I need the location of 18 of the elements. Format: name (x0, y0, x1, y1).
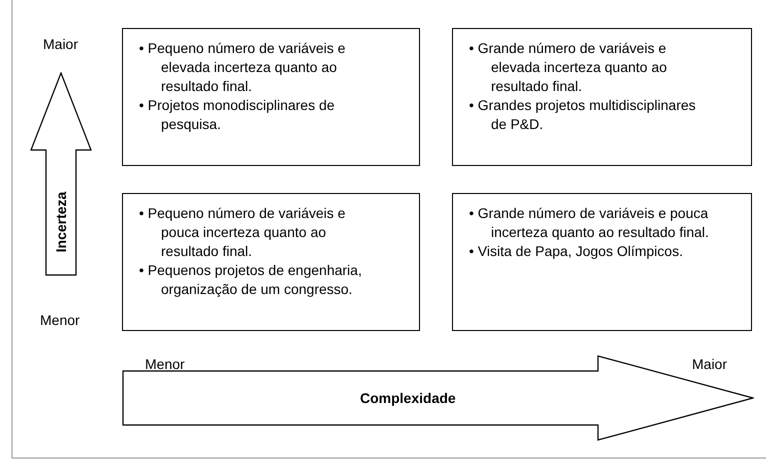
bullet-text: • Visita de Papa, Jogos Olímpicos. (469, 242, 684, 261)
axis-end-label: Menor (40, 312, 80, 328)
quadrant-box (452, 28, 752, 166)
quadrant-box (122, 28, 420, 166)
axis-title: Incerteza (53, 192, 69, 252)
quadrant-box (122, 193, 420, 331)
bullet-text: • Projetos monodisciplinares de pesquisa. (139, 96, 336, 134)
axis-end-label: Menor (145, 356, 185, 372)
bullet-text: • Grande número de variáveis e pouca incerteza quanto ao resultado final. (469, 204, 710, 242)
axis-end-label: Maior (692, 356, 728, 372)
bullet-text: • Pequeno número de variáveis e elevada incerteza quanto ao resultado final. (139, 39, 346, 96)
bullet-text: • Pequenos projetos de engenharia, organização de um congresso. (139, 261, 363, 299)
axis-end-label: Maior (43, 36, 78, 52)
bullet-text: • Grandes projetos multidisciplinares de P&D. (469, 96, 697, 134)
quadrant-box (452, 193, 752, 331)
axis-title: Complexidade (360, 390, 456, 406)
bullet-text: • Pequeno número de variáveis e pouca incerteza quanto ao resultado final. (139, 204, 346, 261)
bullet-text: • Grande número de variáveis e elevada incerteza quanto ao resultado final. (469, 39, 668, 96)
